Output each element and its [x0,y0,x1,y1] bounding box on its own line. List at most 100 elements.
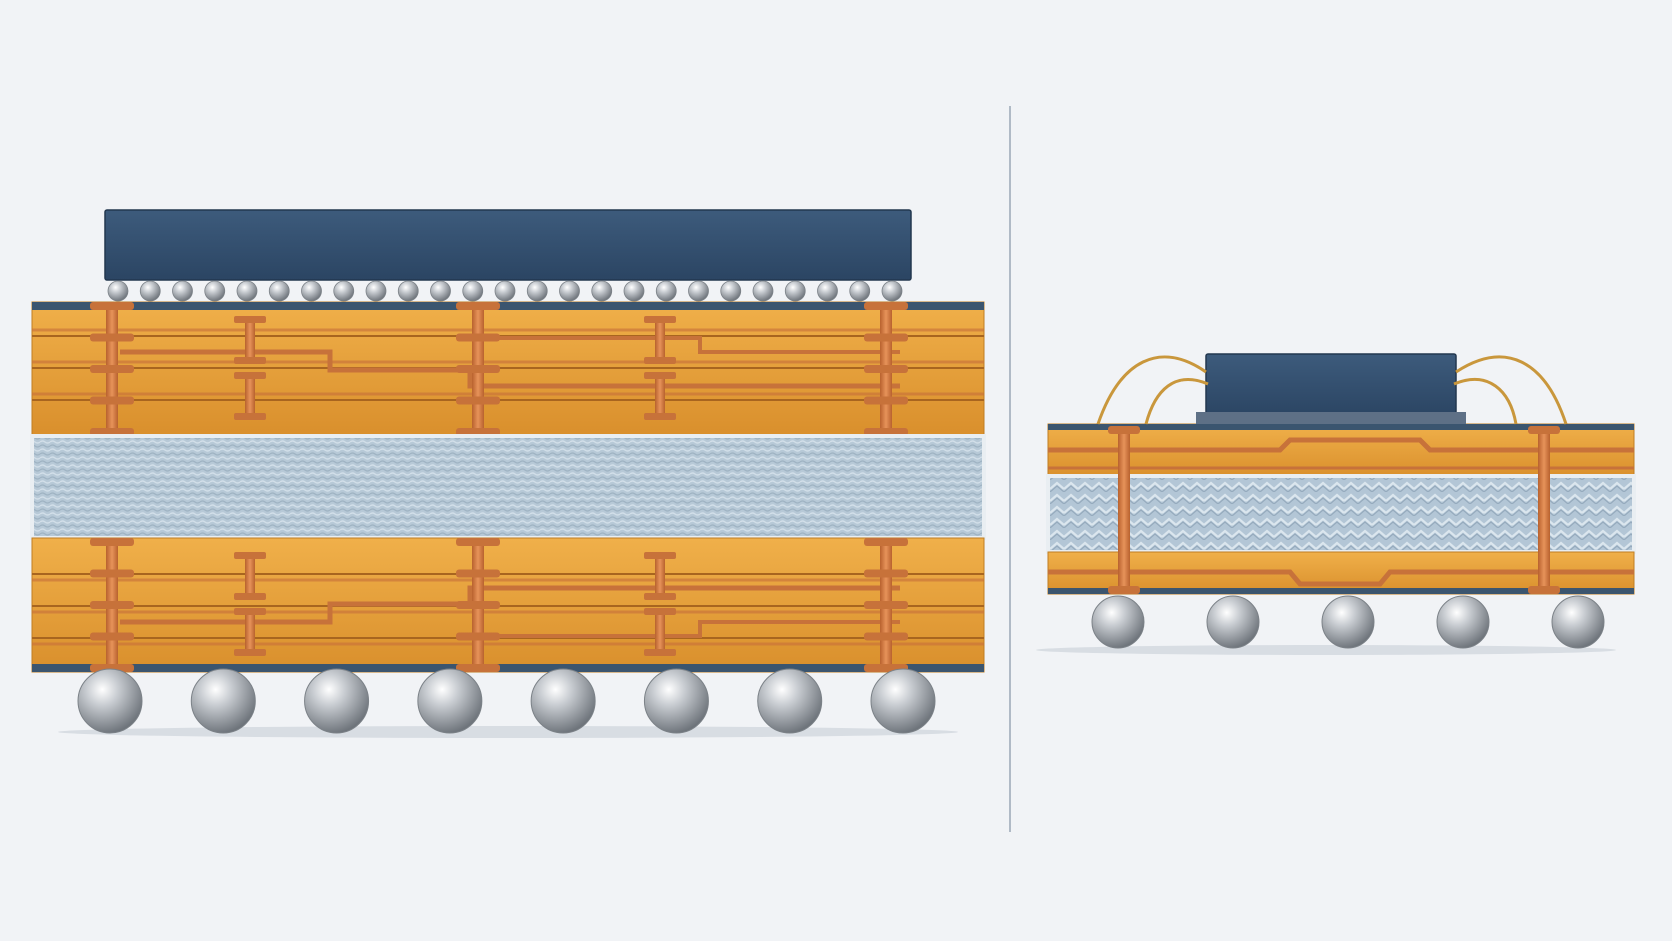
micro-bump [462,280,484,302]
micro-bump [688,280,709,302]
via-pad [864,333,908,342]
via-pad [234,357,266,364]
via-pad [644,649,676,656]
micro-bump [333,280,355,302]
right-bga-balls [1091,595,1605,649]
blind-via [245,320,255,360]
left-die [104,209,912,281]
micro-bump [236,280,258,302]
right-die [1205,353,1457,417]
via-pad [90,396,134,405]
micro-bump [172,280,193,302]
bga-ball [643,668,709,734]
bga-ball [870,668,936,734]
via-pad [456,302,500,310]
via-pad [644,413,676,420]
micro-bump [591,280,613,302]
micro-bump [204,280,226,302]
micro-bump [365,280,387,302]
via-pad [456,569,500,578]
left-shadow [58,726,958,738]
left-bga-balls [77,668,936,734]
blind-via [655,612,665,652]
blind-via [245,376,255,416]
blind-via [245,612,255,652]
micro-bump [526,280,548,302]
blind-via [245,556,255,596]
via-pad [456,632,500,641]
bga-ball [304,668,370,734]
bga-ball [417,668,483,734]
bga-ball [1091,595,1145,649]
micro-bump [784,280,806,302]
right-core [1046,474,1636,554]
left-top-trace-lines [32,328,984,401]
bga-ball [530,668,596,734]
micro-bump [849,280,871,302]
via-pad [90,601,134,609]
via-pad [456,365,500,373]
blind-via [655,376,665,416]
right-bottom-trace [1048,569,1634,587]
left-core [30,434,986,540]
right-top-trace [1048,437,1634,453]
right-package [1036,353,1636,655]
via-pad [90,302,134,310]
routed-trace [120,349,900,389]
via-pad [644,357,676,364]
via-pad [234,608,266,615]
right-vias [1108,426,1560,594]
left-bottom-trace-lines [32,573,984,646]
via-pad [234,649,266,656]
right-shadow [1036,645,1616,655]
via-pad [864,538,908,546]
micro-bump [720,280,742,302]
via-pad [90,333,134,342]
right-die-attach [1196,412,1466,424]
micro-bump [430,280,451,302]
micro-bump [817,280,838,302]
bga-ball [1206,595,1260,649]
blind-via [655,320,665,360]
via-pad [90,632,134,641]
micro-bump [139,280,161,302]
via-pad [234,593,266,600]
via-pad [644,316,676,323]
micro-bump [623,280,645,302]
routed-trace [480,620,900,638]
left-top-buildup [31,301,985,437]
micro-bump [559,280,580,302]
via-pad [234,372,266,379]
blind-via [655,556,665,596]
micro-bump [107,280,129,302]
via-pad [864,569,908,578]
left-package [30,209,986,738]
bga-ball [757,668,823,734]
bga-ball [190,668,256,734]
via-pad [644,552,676,559]
left-bottom-vias [90,538,908,672]
micro-bump [494,280,516,302]
bga-ball [77,668,143,734]
micro-bump [752,280,774,302]
routed-trace [120,585,900,625]
via-pad [864,632,908,641]
routed-trace [480,336,900,354]
right-wire-bonds [1096,355,1568,425]
via-pad [90,569,134,578]
via-pad [644,608,676,615]
via-pad [234,316,266,323]
micro-bump [655,280,677,302]
via-pad [90,538,134,546]
via-pad [234,413,266,420]
micro-bump [397,280,419,302]
via-pad [90,365,134,373]
via-pad [644,593,676,600]
via-pad [864,365,908,373]
left-micro-bumps [107,280,903,302]
bga-ball [1321,595,1375,649]
micro-bump [268,280,290,302]
bga-ball [1436,595,1490,649]
via-pad [234,552,266,559]
